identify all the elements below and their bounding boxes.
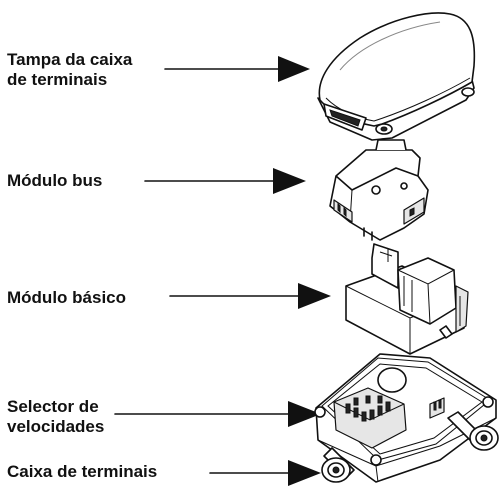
label-cover-line2: de terminais: [7, 70, 108, 89]
label-cover-line1: Tampa da caixa: [7, 50, 133, 69]
bus-module-illustration: [329, 139, 429, 241]
arrow-bus-module: [144, 168, 306, 194]
basic-module-illustration: [345, 243, 469, 355]
label-speed-selector-line1: Selector de: [7, 397, 99, 416]
terminal-box-illustration: [314, 353, 499, 483]
cable-gland-front: [321, 447, 355, 483]
label-terminal-box: Caixa de terminais: [7, 462, 158, 481]
arrow-cover: [164, 56, 310, 82]
label-speed-selector: Selector de velocidades: [7, 397, 104, 437]
terminal-cover-illustration: [317, 12, 476, 141]
speed-selector-pins: [345, 395, 391, 422]
cable-gland-right: [447, 411, 499, 451]
arrow-basic-module: [169, 283, 331, 309]
label-cover: Tampa da caixa de terminais: [7, 50, 132, 90]
label-basic-module: Módulo básico: [7, 288, 126, 307]
arrow-terminal-box: [209, 460, 321, 486]
label-speed-selector-line2: velocidades: [7, 417, 105, 436]
arrow-speed-selector: [114, 401, 321, 427]
label-bus-module: Módulo bus: [7, 171, 103, 190]
